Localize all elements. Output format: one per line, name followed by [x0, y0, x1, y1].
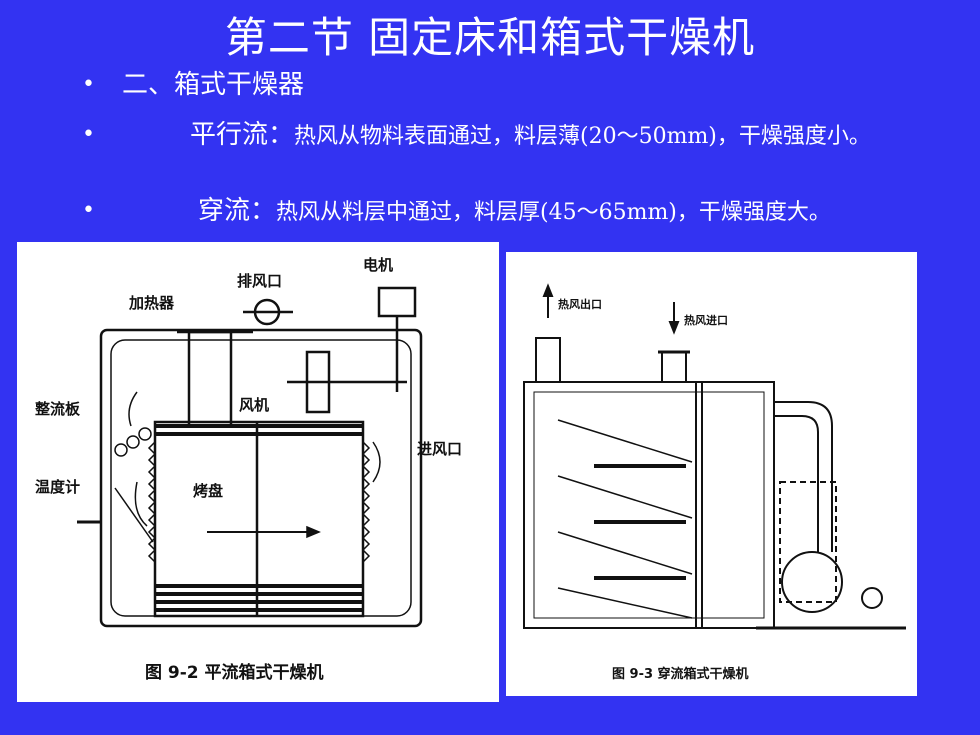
motor-box [377, 286, 417, 318]
heater-duct [187, 330, 233, 428]
bullet-item-1: • 二、箱式干燥器 [82, 68, 902, 102]
dryer-casing [99, 328, 423, 628]
motor [861, 587, 883, 609]
bullet-body: 热风从物料表面通过，料层薄(20～50mm)，干燥强度小。 [294, 124, 871, 149]
dryer-casing [523, 381, 775, 629]
label-tray: 烤盘 [193, 482, 223, 500]
figure-parallel-flow-dryer: 排风口 电机 加热器 风机 整流板 进风口 温度计 烤盘 图 9-2 平流箱式干… [17, 242, 499, 702]
label-thermometer: 温度计 [35, 478, 80, 496]
bullet-text: 穿流：热风从料层中通过，料层厚(45～65mm)，干燥强度大。 [82, 194, 902, 230]
label-fan: 风机 [239, 396, 269, 414]
bullet-text: 二、箱式干燥器 [122, 70, 305, 100]
slide-title: 第二节 固定床和箱式干燥机 [224, 13, 756, 62]
hot-air-outlet [535, 337, 561, 383]
air-duct [774, 401, 833, 552]
tray-rack [153, 420, 365, 618]
bullet-item-3: • 穿流：热风从料层中通过，料层厚(45～65mm)，干燥强度大。 [82, 194, 902, 240]
label-hot-air-inlet: 热风进口 [684, 313, 728, 327]
flow-arrow [128, 391, 138, 427]
bullet-marker: • [82, 122, 95, 147]
bullet-item-2: • 平行流：热风从物料表面通过，料层薄(20～50mm)，干燥强度小。 [82, 118, 902, 154]
bullet-head: 穿流： [198, 196, 277, 226]
label-heater: 加热器 [128, 294, 175, 312]
bullet-marker: • [82, 198, 95, 223]
figure-through-flow-dryer: 热风出口 热风进口 图 9-3 穿流箱式干燥机 [506, 252, 917, 696]
label-inlet: 进风口 [417, 440, 462, 458]
parallel-flow-diagram: 排风口 电机 加热器 风机 整流板 进风口 温度计 烤盘 图 9-2 平流箱式干… [35, 256, 462, 683]
label-hot-air-outlet: 热风出口 [558, 297, 602, 311]
bullet-text: 平行流：热风从物料表面通过，料层薄(20～50mm)，干燥强度小。 [82, 118, 902, 154]
through-flow-diagram: 热风出口 热风进口 图 9-3 穿流箱式干燥机 [523, 283, 906, 682]
flow-arrow [372, 441, 381, 483]
bullet-head: 平行流： [190, 120, 295, 150]
flow-arrow [134, 481, 148, 527]
bullet-body: 热风从料层中通过，料层厚(45～65mm)，干燥强度大。 [276, 200, 831, 225]
figure-caption: 图 9-2 平流箱式干燥机 [145, 662, 324, 683]
label-exhaust: 排风口 [237, 272, 282, 290]
figure-caption: 图 9-3 穿流箱式干燥机 [612, 666, 749, 682]
hot-air-inlet [661, 351, 687, 383]
bullet-marker: • [82, 72, 95, 97]
label-baffle: 整流板 [35, 400, 81, 418]
label-motor: 电机 [363, 256, 393, 274]
fan-wheel [781, 551, 843, 613]
fan-housing [779, 481, 837, 603]
